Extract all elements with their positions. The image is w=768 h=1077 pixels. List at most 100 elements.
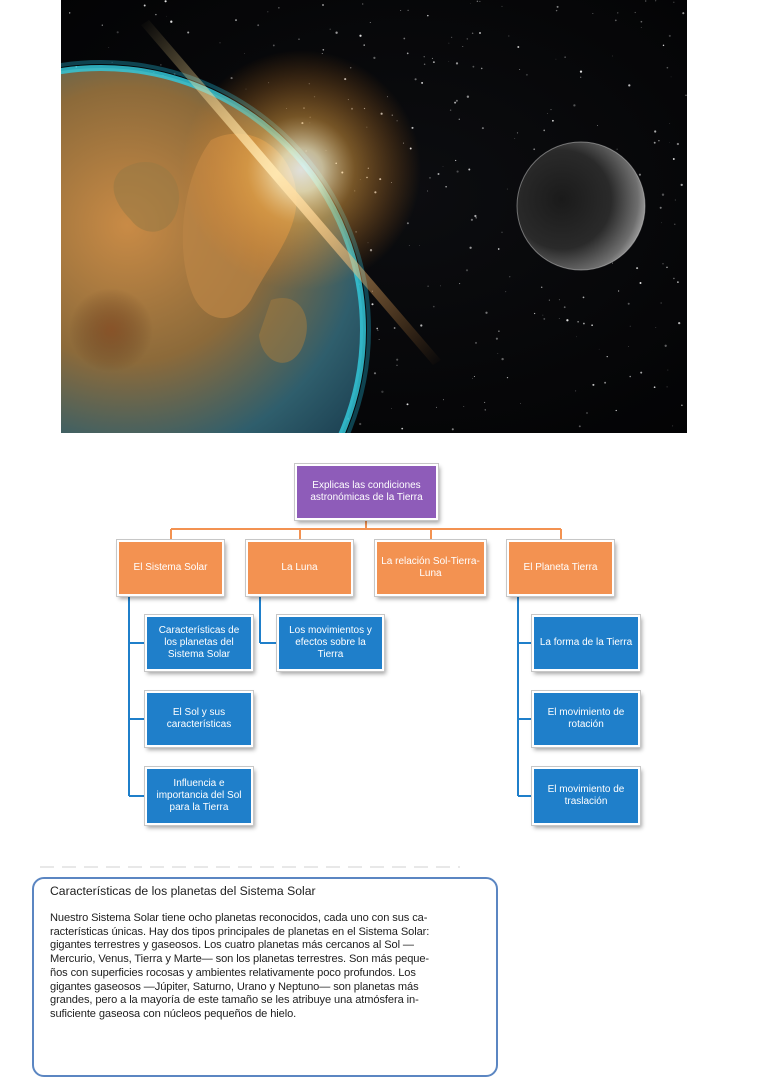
star (421, 81, 424, 84)
star (378, 339, 380, 341)
star (442, 399, 444, 401)
star (451, 428, 454, 431)
concept-root-box: Explicas las condiciones astronómicas de… (295, 464, 438, 520)
card-body: Nuestro Sistema Solar tiene ocho planeta… (50, 912, 484, 1022)
star (407, 9, 409, 11)
star (481, 127, 484, 130)
star (547, 113, 548, 114)
star (329, 28, 331, 30)
topic-box-sistema-solar: El Sistema Solar (117, 540, 224, 596)
star (243, 53, 245, 54)
star (450, 36, 453, 39)
star (558, 299, 560, 301)
star (660, 302, 662, 304)
star (612, 55, 613, 57)
star (677, 281, 679, 283)
subtopic-box-movimiento-traslacion: El movimiento de traslación (532, 767, 640, 825)
star (406, 52, 409, 55)
star (638, 173, 641, 176)
star (111, 61, 113, 63)
star (564, 56, 566, 58)
star (495, 337, 498, 340)
star (669, 123, 671, 124)
star (381, 390, 384, 393)
topic-box-planeta-tierra: El Planeta Tierra (507, 540, 614, 596)
star (470, 218, 473, 221)
star (662, 44, 665, 47)
star (514, 138, 516, 139)
star (463, 406, 465, 407)
star (470, 2, 472, 4)
star (469, 246, 472, 249)
star (508, 35, 510, 37)
star (484, 409, 486, 411)
star (466, 38, 469, 40)
star (666, 266, 668, 269)
star (604, 381, 607, 384)
star (628, 84, 631, 87)
star (516, 132, 519, 134)
star (322, 48, 325, 51)
star (432, 61, 435, 64)
star (435, 406, 437, 408)
star (592, 13, 594, 14)
subtopic-box-movimientos-luna: Los movimientos y efectos sobre la Tierr… (277, 615, 384, 671)
star (555, 9, 558, 12)
star (427, 285, 429, 287)
star (555, 58, 557, 60)
card-line: suficiente gaseosa con núcleos pequeños … (50, 1007, 297, 1020)
star (155, 13, 157, 16)
star (440, 285, 441, 287)
star (459, 283, 461, 285)
star (645, 0, 647, 2)
star (674, 199, 676, 201)
star (673, 1, 675, 3)
star (449, 109, 452, 111)
star (164, 0, 167, 3)
star (678, 321, 681, 325)
star (458, 118, 460, 121)
star (617, 12, 619, 14)
star (661, 222, 662, 224)
star (475, 341, 477, 344)
star (586, 412, 588, 414)
star (542, 314, 544, 316)
star (480, 67, 483, 70)
star (472, 377, 474, 379)
star (666, 66, 669, 69)
star (685, 94, 687, 96)
star (173, 72, 176, 75)
card-line: gigantes gaseosos —Júpiter, Saturno, Ura… (50, 980, 419, 993)
star (606, 355, 608, 358)
star (558, 318, 560, 319)
star (219, 42, 221, 44)
star (640, 26, 642, 28)
star (627, 302, 630, 305)
star (634, 11, 636, 14)
star (406, 403, 409, 406)
star (552, 119, 554, 122)
star (506, 188, 508, 190)
star (543, 129, 546, 132)
star (672, 158, 675, 160)
subtopic-box-forma-tierra: La forma de la Tierra (532, 615, 640, 671)
star (576, 336, 577, 338)
star (298, 38, 300, 40)
star (655, 327, 657, 328)
card-line: grandes, pero a la mayoría de este tamañ… (50, 994, 419, 1007)
star (640, 20, 643, 23)
star (575, 390, 577, 392)
star (448, 61, 450, 63)
star (676, 142, 680, 146)
star (598, 348, 600, 350)
star (408, 245, 410, 247)
topic-box-la-luna: La Luna (246, 540, 353, 596)
star (628, 346, 629, 348)
star (629, 375, 631, 378)
star (420, 324, 423, 327)
star (437, 173, 440, 175)
card-title: Características de los planetas del Sist… (50, 884, 316, 898)
star (377, 329, 379, 331)
star (577, 321, 579, 323)
star (479, 32, 481, 34)
